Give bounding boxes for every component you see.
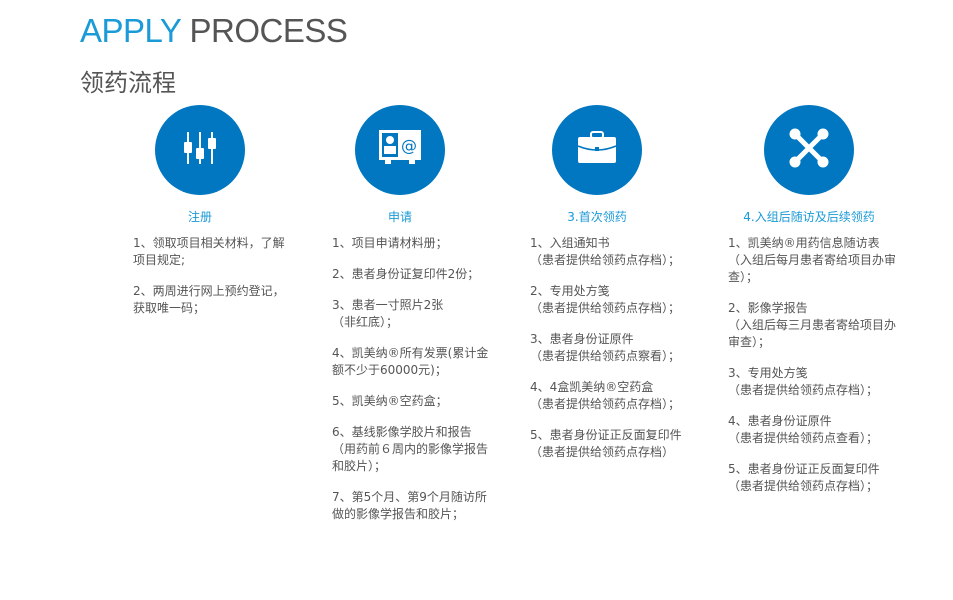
requirements-list: 1、凯美纳®用药信息随访表 （入组后每月患者寄给项目办审查）； 2、影像学报告 （入组… xyxy=(728,235,903,509)
item-note: （患者提供给领药点存档）； xyxy=(530,301,681,315)
step-heading: 注册 xyxy=(187,210,212,224)
list-item: 1、领取项目相关材料，了解项目规定; xyxy=(133,235,291,269)
list-item: 2、两周进行网上预约登记，获取唯一码； xyxy=(133,283,291,317)
requirements-list: 1、项目申请材料册； 2、患者身份证复印件2份； 3、患者一寸照片2张 （非红底）； 4… xyxy=(332,235,492,537)
svg-text:@: @ xyxy=(401,136,417,155)
contact-card-icon: @ xyxy=(377,128,423,172)
item-text: 5、患者身份证正反面复印件 xyxy=(530,428,682,442)
item-note: （患者提供给领药点存档） xyxy=(530,445,675,459)
item-note: （患者提供给领药点查看）； xyxy=(728,431,879,445)
list-item: 4、凯美纳®所有发票(累计金额不少于60000元)； xyxy=(332,345,492,379)
item-text: 5、患者身份证正反面复印件 xyxy=(728,462,880,476)
item-text: 2、专用处方笺 xyxy=(530,284,610,298)
item-note: （患者提供给领药点察看）； xyxy=(530,349,681,363)
step-heading: 3.首次领药 xyxy=(567,210,627,224)
item-note: （用药前６周内的影像学报告和胶片）； xyxy=(332,442,489,473)
list-item: 6、基线影像学胶片和报告 （用药前６周内的影像学报告和胶片）； xyxy=(332,424,492,475)
step-circle xyxy=(764,105,854,195)
list-item: 1、凯美纳®用药信息随访表 （入组后每月患者寄给项目办审查）； xyxy=(728,235,903,286)
list-item: 1、入组通知书 （患者提供给领药点存档）； xyxy=(530,235,690,269)
list-item: 2、患者身份证复印件2份； xyxy=(332,266,492,283)
requirements-list: 1、领取项目相关材料，了解项目规定; 2、两周进行网上预约登记，获取唯一码； xyxy=(133,235,291,331)
item-text: 2、影像学报告 xyxy=(728,301,808,315)
item-text: 3、患者身份证原件 xyxy=(530,332,634,346)
list-item: 5、凯美纳®空药盒； xyxy=(332,393,492,410)
item-text: 3、专用处方笺 xyxy=(728,366,808,380)
item-text: 4、凯美纳®所有发票(累计金额不少于60000元)； xyxy=(332,346,489,377)
list-item: 4、4盒凯美纳®空药盒 （患者提供给领药点存档）； xyxy=(530,379,690,413)
item-note: （患者提供给领药点存档）； xyxy=(728,479,879,493)
item-text: 4、患者身份证原件 xyxy=(728,414,832,428)
item-text: 1、领取项目相关材料，了解项目规定; xyxy=(133,236,285,267)
list-item: 5、患者身份证正反面复印件 （患者提供给领药点存档）； xyxy=(728,461,903,495)
joomla-icon xyxy=(787,126,831,174)
item-note: （患者提供给领药点存档）； xyxy=(530,253,681,267)
item-note: （非红底）； xyxy=(332,315,399,329)
item-note: （入组后每月患者寄给项目办审查）； xyxy=(728,253,897,284)
item-text: 4、4盒凯美纳®空药盒 xyxy=(530,380,654,394)
item-text: 7、第5个月、第9个月随访所做的影像学报告和胶片； xyxy=(332,490,487,521)
item-text: 2、两周进行网上预约登记，获取唯一码； xyxy=(133,284,285,315)
item-text: 1、凯美纳®用药信息随访表 xyxy=(728,236,880,250)
list-item: 2、专用处方笺 （患者提供给领药点存档）； xyxy=(530,283,690,317)
list-item: 2、影像学报告 （入组后每三月患者寄给项目办审查）； xyxy=(728,300,903,351)
briefcase-icon xyxy=(575,128,619,172)
item-text: 6、基线影像学胶片和报告 xyxy=(332,425,472,439)
step-heading: 申请 xyxy=(387,210,412,224)
item-text: 2、患者身份证复印件2份； xyxy=(332,267,480,281)
page-subtitle: 领药流程 xyxy=(80,69,176,97)
item-note: （患者提供给领药点存档）； xyxy=(530,397,681,411)
list-item: 3、专用处方笺 （患者提供给领药点存档）； xyxy=(728,365,903,399)
item-note: （患者提供给领药点存档）； xyxy=(728,383,879,397)
list-item: 3、患者一寸照片2张 （非红底）； xyxy=(332,297,492,331)
page-title: APPLY PROCESS xyxy=(80,12,348,49)
requirements-list: 1、入组通知书 （患者提供给领药点存档）； 2、专用处方笺 （患者提供给领药点存档）；… xyxy=(530,235,690,475)
item-text: 1、项目申请材料册； xyxy=(332,236,448,250)
item-text: 1、入组通知书 xyxy=(530,236,610,250)
item-note: （入组后每三月患者寄给项目办审查）； xyxy=(728,318,897,349)
list-item: 7、第5个月、第9个月随访所做的影像学报告和胶片； xyxy=(332,489,492,523)
item-text: 5、凯美纳®空药盒； xyxy=(332,394,448,408)
step-heading: 4.入组后随访及后续领药 xyxy=(743,210,875,224)
list-item: 3、患者身份证原件 （患者提供给领药点察看）； xyxy=(530,331,690,365)
list-item: 1、项目申请材料册； xyxy=(332,235,492,252)
sliders-icon xyxy=(178,126,222,174)
step-circle xyxy=(155,105,245,195)
list-item: 4、患者身份证原件 （患者提供给领药点查看）； xyxy=(728,413,903,447)
step-circle xyxy=(552,105,642,195)
list-item: 5、患者身份证正反面复印件 （患者提供给领药点存档） xyxy=(530,427,690,461)
step-circle: @ xyxy=(355,105,445,195)
item-text: 3、患者一寸照片2张 xyxy=(332,298,444,312)
